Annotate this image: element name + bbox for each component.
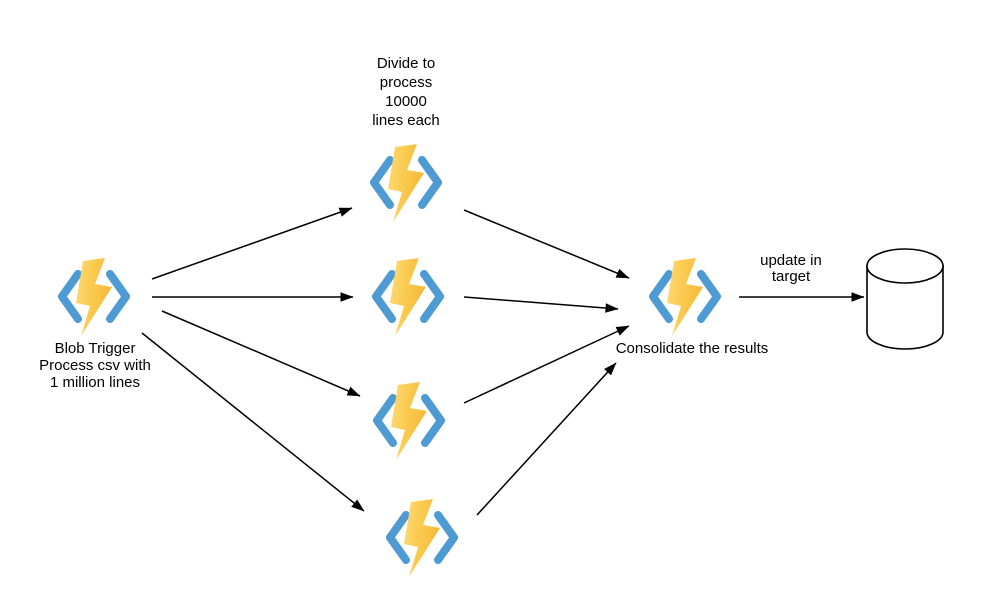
database-node	[866, 248, 944, 350]
database-cylinder-icon	[866, 248, 944, 350]
label-line: Process csv with	[39, 357, 151, 374]
label-divide-process: Divide to process 10000 lines each	[326, 54, 486, 130]
label-line: target	[771, 268, 811, 285]
connector-worker1-to-consolidate	[463, 209, 630, 279]
azure-function-icon	[372, 382, 446, 460]
function-node-consolidate	[648, 258, 722, 336]
connector-worker2-to-consolidate	[463, 296, 619, 313]
azure-function-icon	[369, 144, 443, 222]
function-node-worker-1	[369, 144, 443, 222]
function-node-worker-2	[371, 258, 445, 336]
azure-function-icon	[385, 499, 459, 577]
label-line: lines each	[372, 112, 440, 129]
connector-blob-to-worker1	[151, 207, 353, 280]
label-blob-trigger: Blob Trigger Process csv with 1 million …	[15, 340, 175, 391]
label-line: Divide to	[376, 55, 436, 72]
label-update-in-target: update in target	[721, 253, 861, 285]
function-node-worker-4	[385, 499, 459, 577]
label-line: Consolidate the results	[615, 340, 769, 357]
label-line: process	[379, 74, 433, 91]
connector-worker3-to-consolidate	[463, 325, 630, 404]
connector-blob-to-worker3	[161, 310, 361, 397]
azure-function-icon	[371, 258, 445, 336]
function-node-blob-trigger	[57, 258, 131, 336]
label-consolidate: Consolidate the results	[582, 341, 802, 357]
azure-function-icon	[648, 258, 722, 336]
label-line: update in	[760, 252, 822, 269]
function-node-worker-3	[372, 382, 446, 460]
connector-worker4-to-consolidate	[476, 362, 617, 516]
label-line: 10000	[385, 93, 427, 110]
label-line: Blob Trigger	[54, 340, 136, 357]
label-line: 1 million lines	[49, 374, 141, 391]
connector-blob-to-worker4	[141, 332, 365, 512]
azure-function-icon	[57, 258, 131, 336]
